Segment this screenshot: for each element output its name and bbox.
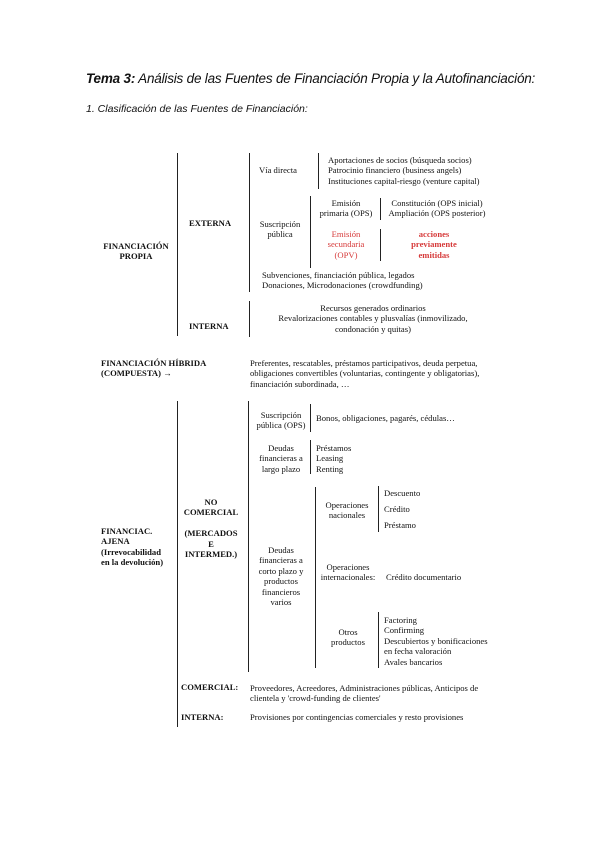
interna-label: INTERNA	[189, 321, 229, 331]
emision-primaria-items: Constitución (OPS inicial)Ampliación (OP…	[388, 198, 486, 219]
largo-plazo-divider	[310, 440, 311, 474]
via-directa-brace	[318, 153, 319, 189]
comercial-items: Proveedores, Acreedores, Administracione…	[250, 683, 479, 704]
interna-ajena-item: Provisiones por contingencias comerciale…	[250, 712, 464, 722]
interna-ajena-label: INTERNA:	[181, 712, 224, 722]
hibrida-items: Preferentes, rescatables, préstamos part…	[250, 358, 480, 389]
section-subtitle: 1. Clasificación de las Fuentes de Finan…	[86, 103, 308, 115]
financiacion-hibrida-label: FINANCIACIÓN HÍBRIDA(COMPUESTA) →	[101, 358, 207, 379]
nacionales-descuento: Descuento	[384, 488, 421, 498]
via-directa-items: Aportaciones de socios (búsqueda socios)…	[328, 155, 480, 186]
nacionales-prestamo: Préstamo	[384, 520, 416, 530]
title-text: Análisis de las Fuentes de Financiación …	[135, 71, 536, 86]
subvenciones-items: Subvenciones, financiación pública, lega…	[262, 270, 423, 291]
comercial-label: COMERCIAL:	[181, 682, 239, 692]
title-prefix: Tema 3:	[86, 71, 136, 86]
suscripcion-ops-items: Bonos, obligaciones, pagarés, cédulas…	[316, 413, 455, 423]
primaria-divider	[380, 198, 381, 220]
interna-brace	[249, 301, 250, 337]
nacionales-credito: Crédito	[384, 504, 410, 514]
corto-plazo-brace	[315, 487, 316, 668]
propia-brace	[177, 153, 178, 336]
page-title: Tema 3: Análisis de las Fuentes de Finan…	[86, 71, 535, 86]
via-directa-label: Vía directa	[259, 165, 297, 175]
no-comercial-brace	[248, 401, 249, 672]
externa-brace	[249, 153, 250, 292]
ajena-brace	[177, 401, 178, 727]
suscripcion-ops-divider	[310, 404, 311, 432]
suscripcion-brace	[310, 196, 311, 268]
credito-documentario: Crédito documentario	[386, 572, 462, 582]
nacionales-brace	[378, 486, 379, 532]
secundaria-divider	[380, 229, 381, 261]
otros-brace	[378, 612, 379, 668]
externa-label: EXTERNA	[189, 218, 232, 228]
